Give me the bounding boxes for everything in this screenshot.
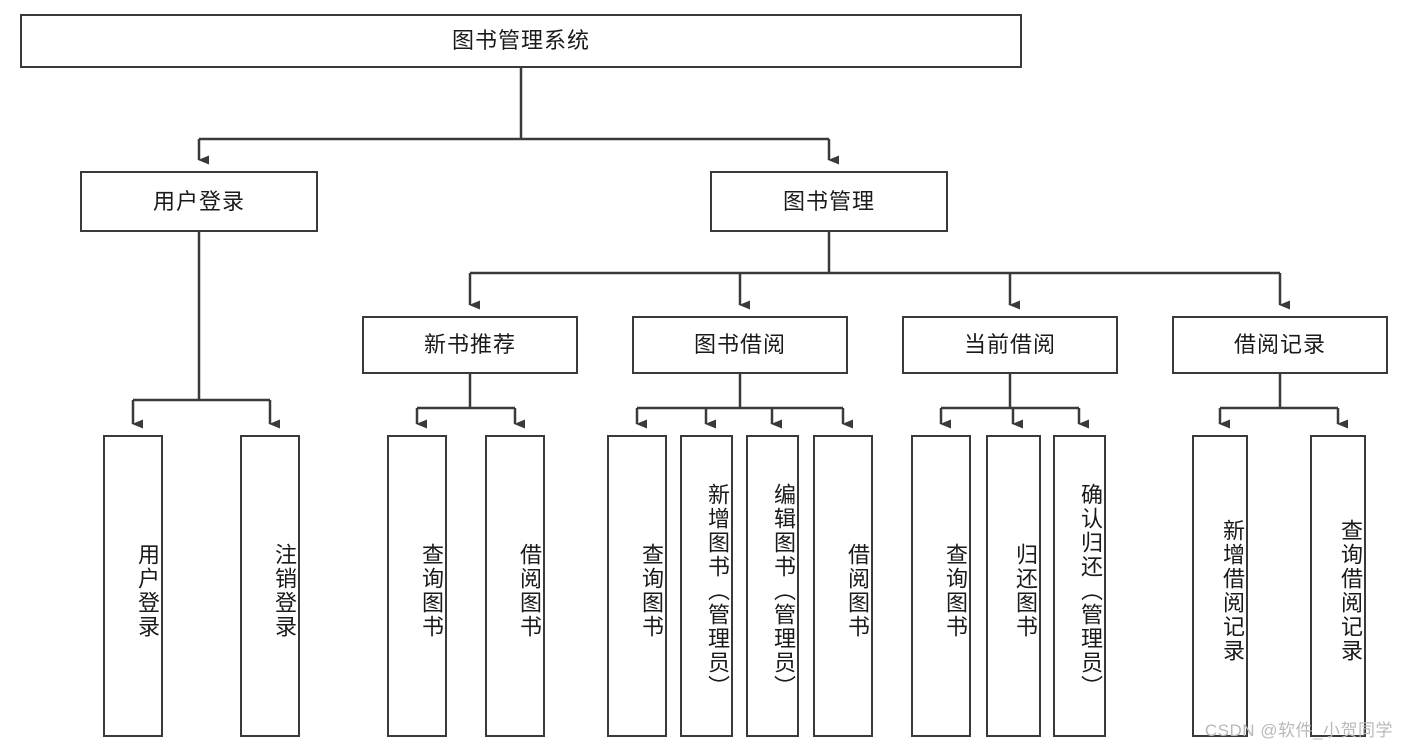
- node-label: 确认归还（管理员）: [1078, 483, 1103, 699]
- node-label: 图书管理系统: [451, 28, 590, 54]
- node-label: 新增借阅记录: [1220, 519, 1245, 663]
- node-leaf-add-record[interactable]: 新增借阅记录: [1192, 435, 1248, 737]
- node-leaf-logout[interactable]: 注销登录: [240, 435, 300, 737]
- node-leaf-edit-book[interactable]: 编辑图书（管理员）: [746, 435, 799, 737]
- node-borrow-record[interactable]: 借阅记录: [1172, 316, 1388, 374]
- node-book-borrow[interactable]: 图书借阅: [632, 316, 848, 374]
- node-root[interactable]: 图书管理系统: [20, 14, 1022, 68]
- node-current-borrow[interactable]: 当前借阅: [902, 316, 1118, 374]
- node-label: 当前借阅: [963, 332, 1056, 358]
- node-label: 图书借阅: [693, 332, 786, 358]
- node-new-book-rec[interactable]: 新书推荐: [362, 316, 578, 374]
- node-label: 图书管理: [782, 188, 875, 214]
- node-leaf-borrow-book[interactable]: 借阅图书: [813, 435, 873, 737]
- node-leaf-query-book-borrow[interactable]: 查询图书: [607, 435, 667, 737]
- node-label: 归还图书: [1013, 543, 1038, 639]
- node-label: 新书推荐: [423, 332, 516, 358]
- node-label: 用户登录: [152, 188, 245, 214]
- node-label: 注销登录: [272, 543, 297, 639]
- node-leaf-query-record[interactable]: 查询借阅记录: [1310, 435, 1366, 737]
- node-leaf-query-book-cur[interactable]: 查询图书: [911, 435, 971, 737]
- node-label: 用户登录: [135, 543, 160, 639]
- node-leaf-confirm-return[interactable]: 确认归还（管理员）: [1053, 435, 1106, 737]
- node-label: 查询图书: [419, 543, 444, 639]
- node-label: 借阅图书: [845, 543, 870, 639]
- node-label: 新增图书（管理员）: [705, 483, 730, 699]
- node-label: 查询图书: [943, 543, 968, 639]
- node-book-manage[interactable]: 图书管理: [710, 171, 948, 232]
- node-label: 借阅图书: [517, 543, 542, 639]
- node-leaf-borrow-book-rec[interactable]: 借阅图书: [485, 435, 545, 737]
- node-label: 查询图书: [639, 543, 664, 639]
- node-user-login[interactable]: 用户登录: [80, 171, 318, 232]
- node-leaf-add-book[interactable]: 新增图书（管理员）: [680, 435, 733, 737]
- node-leaf-user-login[interactable]: 用户登录: [103, 435, 163, 737]
- node-label: 编辑图书（管理员）: [771, 483, 796, 699]
- node-label: 查询借阅记录: [1338, 519, 1363, 663]
- node-label: 借阅记录: [1233, 332, 1326, 358]
- watermark-text: CSDN @软件_小贺同学: [1204, 721, 1393, 740]
- node-leaf-return-book[interactable]: 归还图书: [986, 435, 1041, 737]
- node-leaf-query-book-rec[interactable]: 查询图书: [387, 435, 447, 737]
